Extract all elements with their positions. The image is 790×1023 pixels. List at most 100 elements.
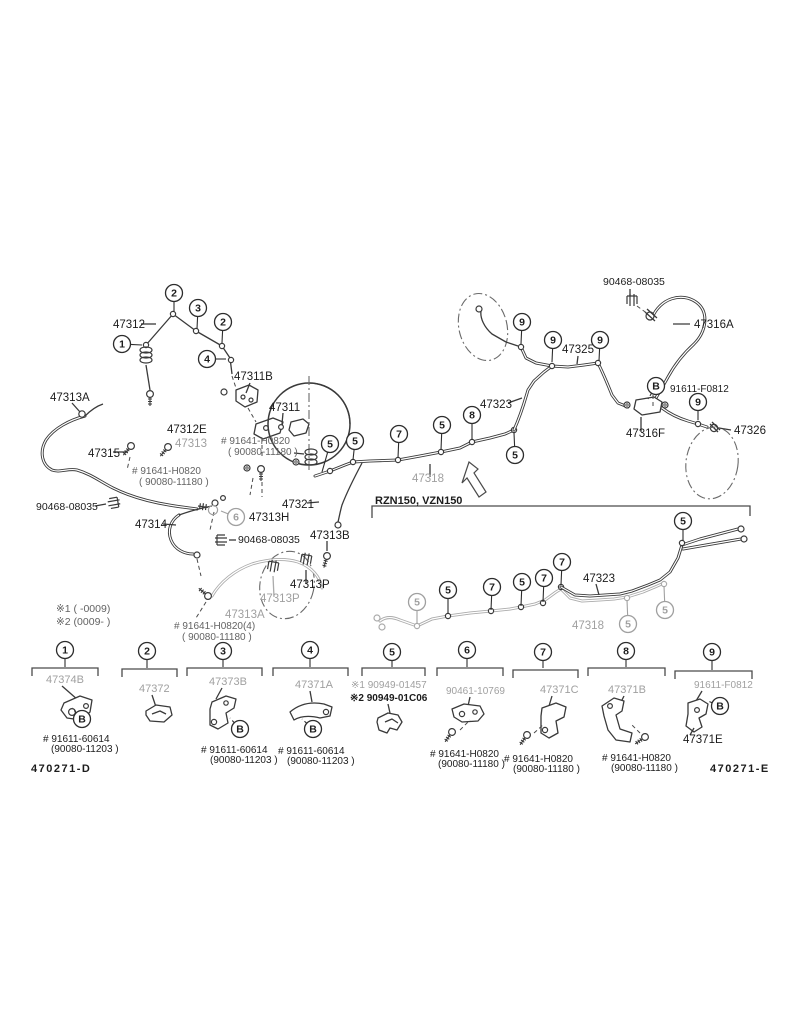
callout-9: 9 [543, 330, 563, 350]
callout-leader [490, 595, 493, 611]
legend2-clamp [145, 704, 173, 723]
legend4-bracket [272, 667, 349, 676]
callout-number: 5 [512, 450, 518, 462]
callout-number: B [236, 724, 244, 736]
part-label-47311B: 47311B [234, 371, 273, 383]
callout-number: 5 [327, 439, 333, 451]
part-label-47311: 47311 [269, 402, 300, 414]
part-label-47315: 47315 [88, 448, 120, 460]
legend6-bracket [436, 667, 504, 676]
callout-4: 4 [197, 349, 217, 369]
callout-leader [321, 452, 329, 473]
legend5-leader [387, 703, 391, 714]
part-label-47313P-gray: 47313P [260, 593, 300, 605]
callout-9: 9 [590, 330, 610, 350]
legend6-bolt2: (90080-11180 ) [438, 759, 505, 770]
wheel-outline-left [457, 292, 509, 362]
callout-leader [440, 433, 443, 451]
legend3-bracket [186, 667, 263, 676]
callout-9: 9 [688, 392, 708, 412]
part-label-47312: 47312 [113, 319, 145, 331]
callout-number: 3 [220, 646, 226, 658]
leader-47321 [306, 501, 320, 504]
legend8-bolt1: # 91641-H0820 [602, 753, 671, 764]
callout-number: 8 [623, 646, 629, 658]
bolt-ref-91641-c1: # 91641-H0820(4) [174, 621, 255, 632]
callout-B: B [303, 719, 323, 739]
callout-2: 2 [137, 641, 157, 661]
part-label-47325: 47325 [562, 344, 594, 356]
legend3-bolt2: (90080-11203 ) [210, 755, 278, 766]
callout-5: 5 [438, 580, 458, 600]
callout-leader [542, 586, 545, 603]
legend5-line2: ※2 90949-01C06 [350, 693, 428, 704]
legend4-bolt1: # 91611-60614 [278, 746, 345, 757]
legend3-bolt1: # 91611-60614 [201, 745, 268, 756]
legend9-bracket [674, 670, 753, 679]
legend6-clamp [451, 703, 485, 723]
callout-number: 7 [559, 557, 565, 569]
callout-7: 7 [534, 568, 554, 588]
variant-note: RZN150, VZN150 [375, 495, 462, 507]
callout-2: 2 [213, 312, 233, 332]
callout-number: B [716, 701, 724, 713]
bolt-ref-91611-F0812: 91611-F0812 [670, 384, 729, 395]
callout-number: 5 [439, 420, 445, 432]
note-2: ※2 (0009- ) [56, 616, 110, 628]
legend6-part: 90461-10769 [446, 686, 505, 697]
callout-number: 5 [662, 605, 668, 617]
legend9-leader2 [689, 727, 695, 736]
legend4-clamp [289, 702, 333, 721]
callout-5: 5 [505, 445, 525, 465]
front-lines-group [40, 289, 739, 620]
bolt-ref-91641-a2: ( 90080-11180 ) [228, 447, 298, 458]
clip-label-90468-mid: 90468-08035 [238, 534, 300, 546]
note-1: ※1 ( -0009) [56, 603, 110, 615]
callout-leader [663, 585, 666, 602]
part-label-47313A-gray: 47313A [225, 609, 265, 621]
callout-leader [221, 330, 224, 344]
part-label-47316F: 47316F [626, 428, 665, 440]
part-label-47318-rear: 47318 [572, 620, 604, 632]
callout-7: 7 [482, 577, 502, 597]
callout-number: 7 [489, 582, 495, 594]
callout-number: 3 [195, 303, 201, 315]
rear-lines-group [371, 505, 751, 631]
callout-number: 7 [396, 429, 402, 441]
callout-leader [560, 570, 563, 586]
legend3-part: 47373B [209, 676, 247, 688]
callout-2: 2 [164, 283, 184, 303]
bolt-ref-91641-a1: # 91641-H0820 [221, 436, 290, 447]
leader-47314 [162, 523, 177, 526]
leader-47311B [245, 382, 251, 394]
callout-number: 9 [519, 317, 525, 329]
callout-number: 9 [597, 335, 603, 347]
callout-5: 5 [345, 431, 365, 451]
callout-6: 6 [457, 640, 477, 660]
callout-B: B [646, 376, 666, 396]
part-label-47318-main: 47318 [412, 473, 444, 485]
callout-5: 5 [673, 511, 693, 531]
callout-leader [513, 432, 516, 447]
callout-number: 2 [220, 317, 226, 329]
legend8-part: 47371B [608, 684, 646, 696]
legend5-clip [376, 712, 403, 734]
callout-leader [71, 707, 77, 714]
legend8-bracket-part [601, 697, 633, 743]
legend9-part: 91611-F0812 [694, 680, 753, 691]
part-label-47326: 47326 [734, 425, 766, 437]
legend1-bolt1: # 91611-60614 [43, 734, 110, 745]
callout-5: 5 [320, 434, 340, 454]
callout-9: 9 [512, 312, 532, 332]
callout-leader [229, 717, 235, 724]
leader-47323 [507, 397, 523, 404]
callout-leader [301, 718, 308, 724]
bolt-ref-91641-b2: ( 90080-11180 ) [139, 477, 209, 488]
legend1-bolt2: (90080-11203 ) [51, 744, 119, 755]
callout-1: 1 [55, 640, 75, 660]
